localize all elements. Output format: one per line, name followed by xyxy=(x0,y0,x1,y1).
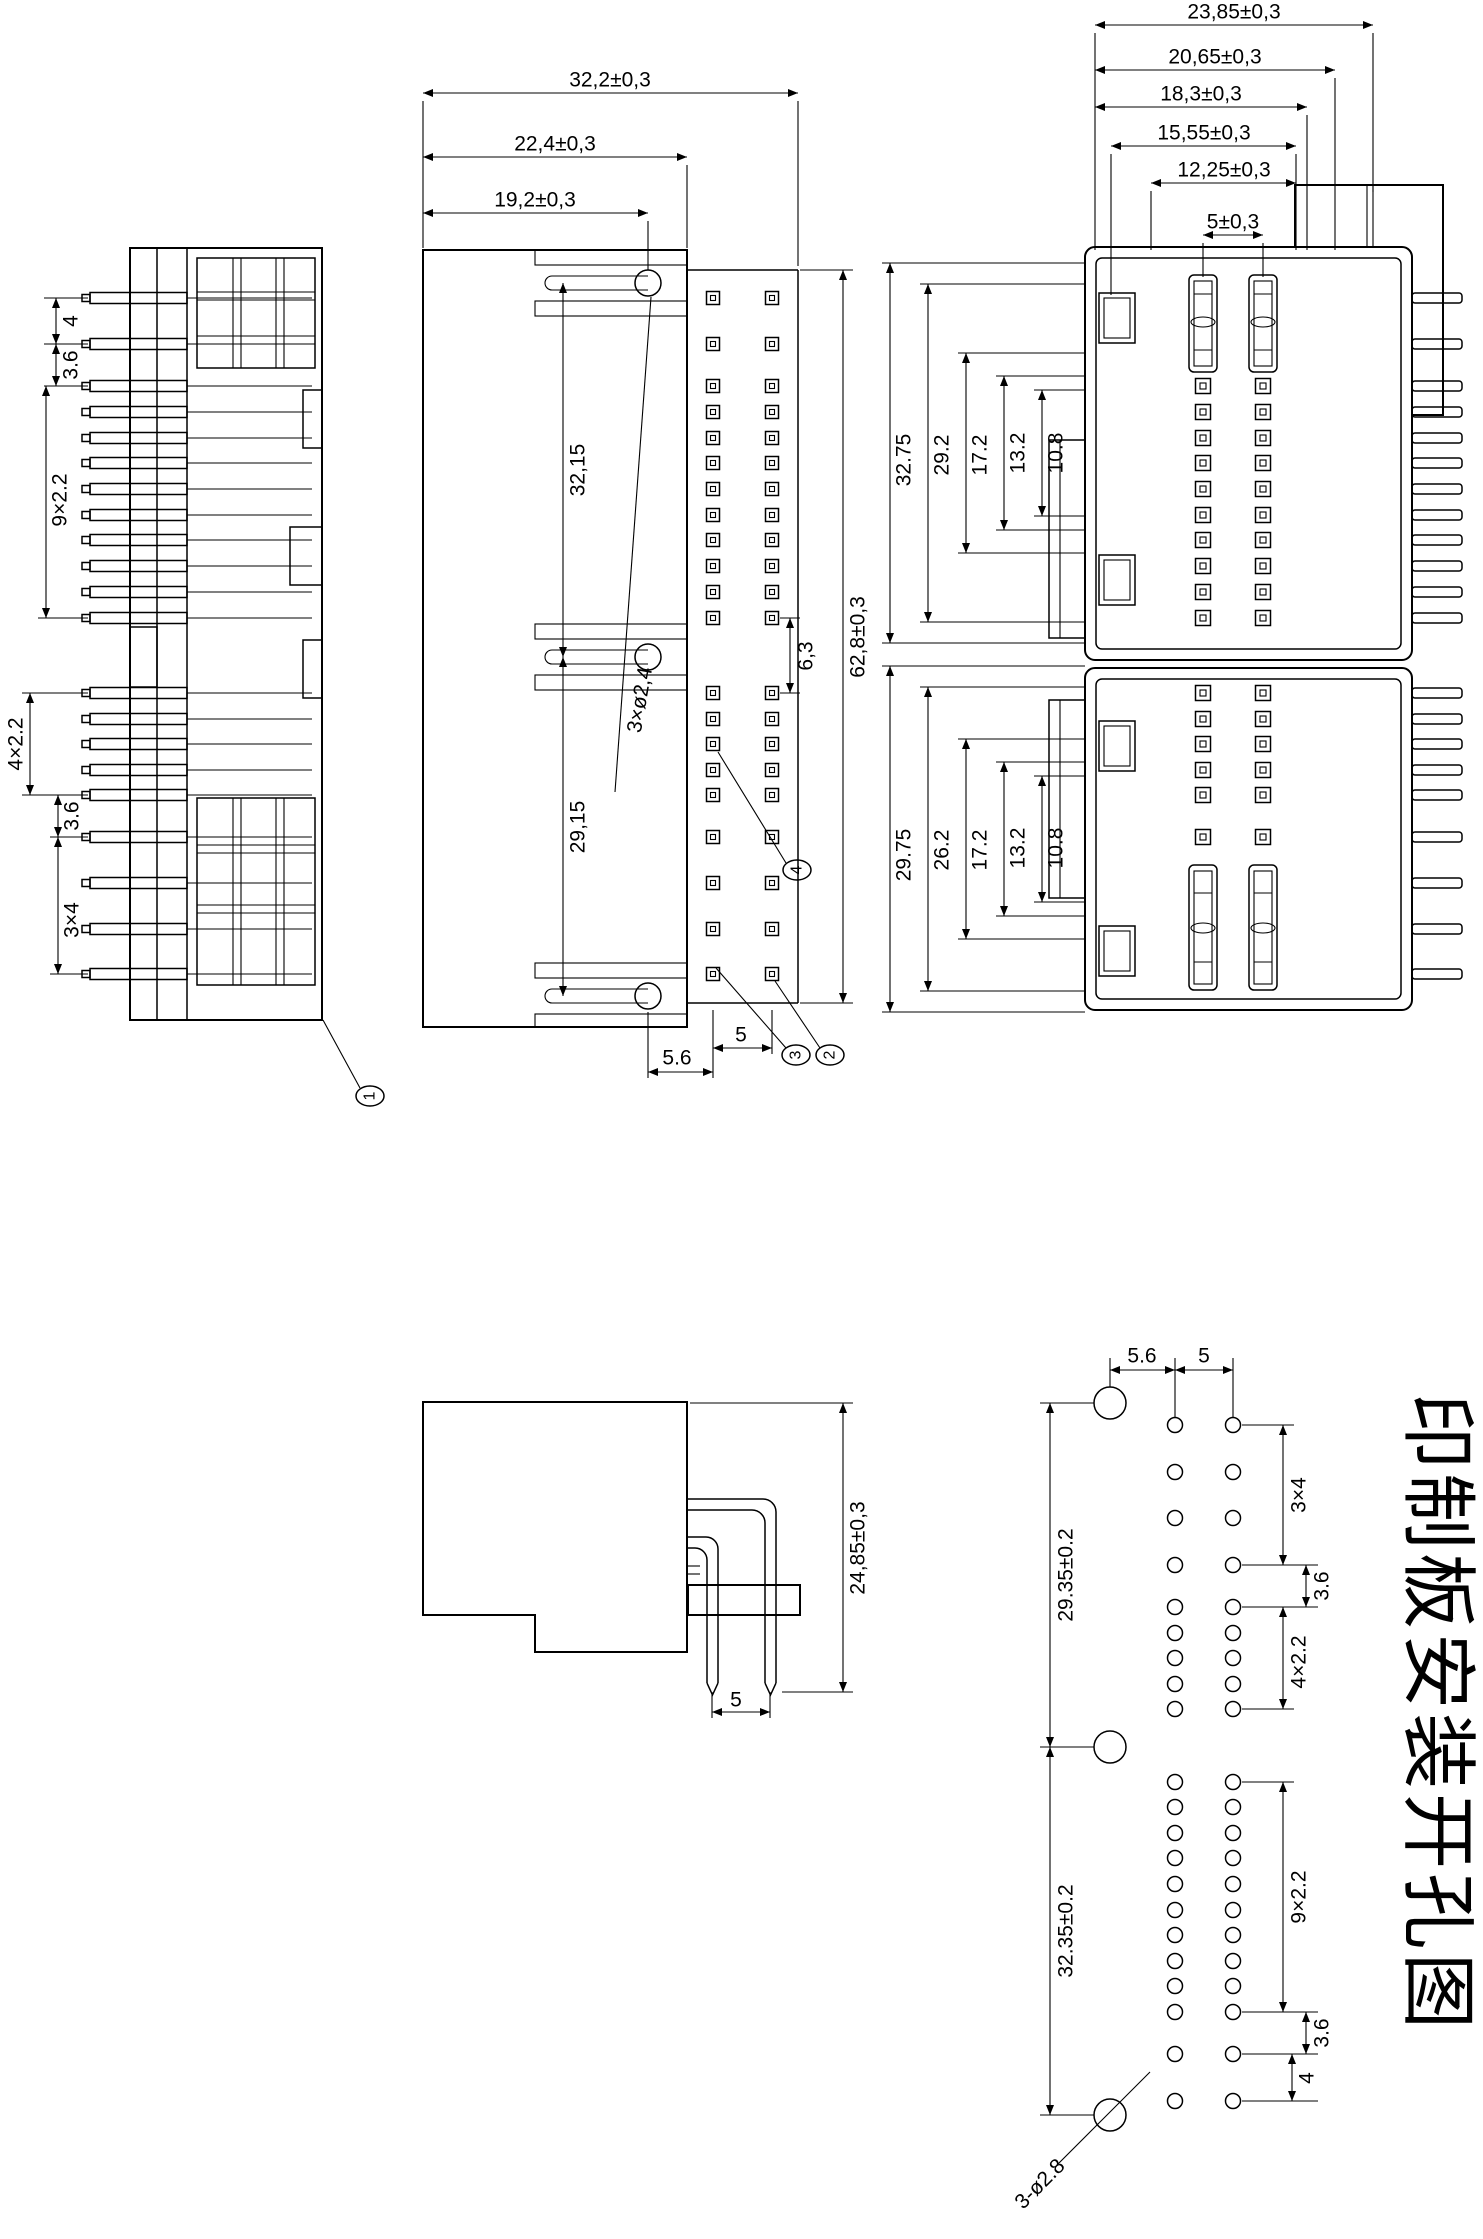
dim-face-w1: 23,85±0,3 xyxy=(1187,1,1280,24)
balloon-4-label: 4 xyxy=(789,865,806,874)
dim-pin-spacing: 5 xyxy=(730,1689,742,1712)
mounting-hole-mid xyxy=(534,623,688,691)
dim-pin-gap-36b: 3.6 xyxy=(61,801,84,830)
mounting-hole-bottom xyxy=(534,962,688,1028)
dim-face-top-h2: 29.2 xyxy=(931,435,954,476)
dim-pin-gap-36: 3.6 xyxy=(60,350,83,379)
dim-width-mid: 22,4±0,3 xyxy=(514,133,596,156)
dim-pin-gap-4: 4 xyxy=(60,315,83,327)
dim-width-hole: 19,2±0,3 xyxy=(494,189,576,212)
dim-face-bot-h1: 29.75 xyxy=(893,829,916,882)
key-slots-top-section xyxy=(1188,274,1278,373)
contact-block-bottom xyxy=(196,797,316,986)
dim-pcb-9x22: 9×2.2 xyxy=(1288,1870,1311,1923)
dim-face-bot-h4: 13.2 xyxy=(1007,828,1030,869)
dim-width-outer: 32,2±0,3 xyxy=(569,69,651,92)
dim-pcb-vbot: 32.35±0.2 xyxy=(1055,1884,1078,1977)
contact-block-top xyxy=(196,257,316,369)
pcb-bar xyxy=(687,1584,801,1616)
side-view: 4 3.6 9×2.2 4×2.2 3.6 3×4 1 xyxy=(5,247,385,1107)
dim-pin-pitch-9x22: 9×2.2 xyxy=(49,473,72,526)
balloon-3: 3 xyxy=(715,967,811,1066)
dim-hole-span-top: 32,15 xyxy=(567,444,590,497)
dim-row-pitch: 5 xyxy=(735,1024,747,1047)
dim-face-w3: 18,3±0,3 xyxy=(1160,83,1242,106)
dim-pcb-hole-dia: 3-ø2.8 xyxy=(1010,2154,1069,2213)
mounting-hole xyxy=(1093,1386,1127,1420)
dim-face-top-h4: 13.2 xyxy=(1007,433,1030,474)
dim-pcb-36a: 3.6 xyxy=(1311,1571,1334,1600)
dim-pcb-36b: 3.6 xyxy=(1311,2018,1334,2047)
dim-face-w2: 20,65±0,3 xyxy=(1168,46,1261,69)
latch-slot xyxy=(302,639,323,699)
mounting-hole xyxy=(1093,1730,1127,1764)
dim-face-bot-h2: 26.2 xyxy=(931,830,954,871)
dim-pin-pitch-3x4: 3×4 xyxy=(61,902,84,938)
dim-group-gap: 6,3 xyxy=(795,641,818,670)
face-pin-holes-top xyxy=(1194,377,1272,627)
balloon-2-label: 2 xyxy=(822,1050,839,1059)
face-view: 23,85±0,3 20,65±0,3 18,3±0,3 15,55±0,3 1… xyxy=(882,1,1463,1013)
latch-slot xyxy=(302,389,323,449)
mounting-ear xyxy=(1294,184,1444,416)
pcb-pin-holes-top xyxy=(1166,1416,1242,1718)
balloon-4: 4 xyxy=(717,751,812,881)
balloon-2: 2 xyxy=(774,980,845,1066)
key-slots-bottom-section xyxy=(1188,864,1278,991)
bottom-side-view: 5 24,85±0,3 xyxy=(422,1401,870,1718)
dim-pin-pitch-4x22: 4×2.2 xyxy=(5,717,28,770)
dim-pcb-5: 5 xyxy=(1198,1345,1210,1368)
dim-face-w5: 12,25±0,3 xyxy=(1177,159,1270,182)
face-pin-holes-bottom xyxy=(1194,684,1272,846)
dim-face-bot-h3: 17.2 xyxy=(969,830,992,871)
latch-slot xyxy=(289,526,323,586)
dim-pcb-4x22: 4×2.2 xyxy=(1288,1635,1311,1688)
dim-face-w6: 5±0,3 xyxy=(1207,211,1259,234)
dim-pcb-56: 5.6 xyxy=(1127,1345,1156,1368)
front-view-pin-squares xyxy=(705,290,780,982)
pcb-pin-holes-bottom xyxy=(1166,1773,1242,2110)
balloon-1: 1 xyxy=(322,1019,385,1107)
pcb-view: 5.6 5 3×4 3.6 4×2.2 9×2.2 3.6 4 29.35±0.… xyxy=(1010,1345,1333,2214)
dim-height-total: 62,8±0,3 xyxy=(847,596,870,678)
mid-key-block xyxy=(129,626,158,688)
dim-hole-to-pin: 5.6 xyxy=(662,1047,691,1070)
front-view: 32,2±0,3 22,4±0,3 19,2±0,3 32,15 29,15 3… xyxy=(422,69,870,1078)
dim-height-bottom-view: 24,85±0,3 xyxy=(847,1501,870,1594)
dim-hole-span-bottom: 29,15 xyxy=(567,801,590,854)
face-pins-top xyxy=(1411,292,1463,624)
page-title: 印制板安装开孔图 xyxy=(1395,1393,1480,2033)
face-bottom-section-dims: 29.75 26.2 17.2 13.2 10.8 xyxy=(882,665,1085,1013)
dim-pcb-3x4: 3×4 xyxy=(1288,1477,1311,1513)
face-pins-bottom xyxy=(1411,687,1463,980)
dim-pcb-4: 4 xyxy=(1296,2072,1319,2084)
dim-pcb-vtop: 29.35±0.2 xyxy=(1055,1528,1078,1621)
dim-face-w4: 15,55±0,3 xyxy=(1157,122,1250,145)
balloon-1-label: 1 xyxy=(362,1091,379,1100)
dim-face-top-h5: 10.8 xyxy=(1045,433,1068,474)
mounting-hole xyxy=(1093,2098,1127,2132)
bent-pins xyxy=(687,1498,777,1697)
dim-hole-diameter: 3×ø2,4 xyxy=(623,665,657,734)
balloon-3-label: 3 xyxy=(788,1050,805,1059)
mounting-hole-top xyxy=(534,249,688,317)
dim-face-top-h1: 32.75 xyxy=(893,434,916,487)
dim-face-bot-h5: 10.8 xyxy=(1045,828,1068,869)
face-top-section-dims: 32.75 29.2 17.2 13.2 10.8 xyxy=(882,262,1085,644)
dim-face-top-h3: 17.2 xyxy=(969,435,992,476)
